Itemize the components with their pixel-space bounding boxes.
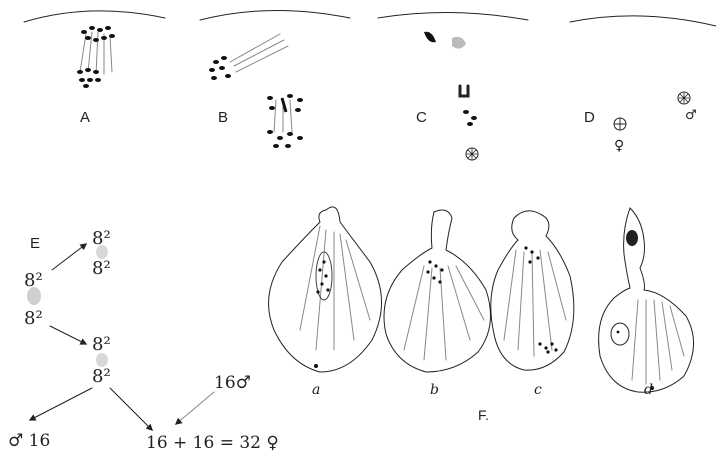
lower-pair-top: 8² — [92, 334, 111, 355]
male-result: ♂ 16 — [8, 431, 50, 451]
panel-label-d: D — [584, 109, 595, 126]
male-symbol: ♂ — [685, 108, 697, 123]
panel-label-c: C — [416, 109, 427, 126]
cell-inclusion — [611, 323, 629, 345]
parent-bottom: 8² — [24, 308, 43, 329]
polar-body-faint — [452, 37, 466, 49]
caption-a: a — [312, 382, 320, 398]
centriole — [314, 364, 318, 368]
arrow-incoming-male — [176, 392, 214, 424]
egg-surface-arc — [200, 10, 350, 20]
nucleus-dark — [626, 230, 638, 246]
panel-d: ♀ ♂ D — [570, 16, 716, 154]
caption-c: c — [534, 382, 542, 398]
lower-pair-spindle — [96, 353, 108, 367]
chromosome — [467, 122, 473, 126]
panel-label-b: B — [218, 109, 228, 126]
panel-a: A — [24, 11, 165, 126]
arrow-to-lower-pair — [50, 326, 86, 344]
egg-surface-arc — [570, 16, 716, 26]
arrow-to-equation — [110, 388, 152, 430]
caption-d: d — [644, 382, 653, 398]
spindle-oblique — [230, 34, 288, 72]
panel-label-e: E — [30, 235, 40, 252]
caption-b: b — [430, 382, 439, 398]
pronucleus — [466, 148, 478, 160]
arrow-to-male-result — [30, 388, 92, 420]
male-pronucleus — [678, 92, 690, 104]
egg-surface-arc — [378, 12, 528, 20]
chromosome-cluster-lower — [77, 68, 101, 88]
incoming-male: 16♂ — [214, 373, 251, 393]
chromosome-cluster-oblique — [209, 56, 231, 80]
stage-a: a — [269, 207, 382, 398]
panel-label-f: F. — [478, 407, 489, 423]
upper-pair-bottom: 8² — [92, 258, 111, 279]
equation: 16 + 16 = 32 ♀ — [146, 433, 279, 453]
female-symbol: ♀ — [614, 138, 624, 154]
panel-e: E 8² 8² 8² 8² 8² 8² ♂ 16 16♂ 16 + 16 = 3… — [8, 228, 279, 453]
panel-label-a: A — [80, 109, 90, 126]
panel-c: C — [378, 12, 528, 160]
chromosome-hook — [460, 86, 468, 96]
lower-pair-bottom: 8² — [92, 366, 111, 387]
centriole-cluster — [538, 342, 557, 353]
chromatin-dot — [617, 331, 620, 334]
stage-c: c — [491, 211, 574, 398]
stage-b: b — [384, 210, 491, 398]
cell-outline — [269, 207, 382, 372]
egg-surface-arc — [24, 11, 165, 22]
parent-spindle — [27, 287, 41, 305]
panel-b: B — [200, 10, 350, 148]
chromosome — [463, 110, 469, 114]
chromosome-cluster-vertical — [267, 94, 303, 148]
cell-outline — [384, 210, 491, 372]
upper-pair-spindle — [96, 245, 108, 259]
chromosome — [471, 116, 477, 120]
panel-f: a b c — [269, 207, 694, 423]
female-pronucleus — [614, 118, 626, 130]
stage-d: d — [599, 208, 694, 398]
arrow-to-upper-pair — [52, 244, 86, 270]
polar-body — [424, 32, 436, 43]
